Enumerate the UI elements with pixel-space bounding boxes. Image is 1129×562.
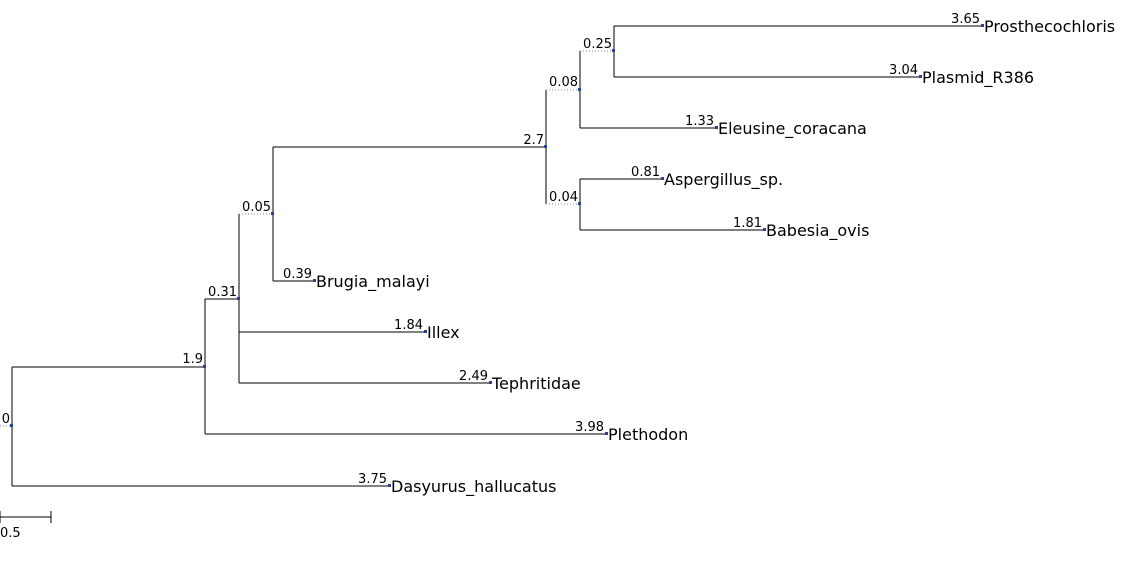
leaf-length-prosthecochloris: 3.65 bbox=[951, 12, 980, 27]
node-label-n4: 2.7 bbox=[523, 133, 544, 148]
scale-bar-label: 0.5 bbox=[0, 526, 21, 541]
leaf-dot-dasyurus bbox=[388, 484, 391, 487]
leaf-length-aspergillus: 0.81 bbox=[631, 165, 660, 180]
node-label-n2: 0.31 bbox=[208, 285, 237, 300]
leaf-name-plasmid: Plasmid_R386 bbox=[922, 68, 1034, 88]
leaf-name-eleusine: Eleusine_coracana bbox=[718, 119, 867, 139]
leaf-name-babesia: Babesia_ovis bbox=[766, 221, 869, 241]
leaf-length-eleusine: 1.33 bbox=[685, 114, 714, 129]
leaf-length-dasyurus: 3.75 bbox=[358, 472, 387, 487]
node-label-n6: 0.25 bbox=[583, 37, 612, 52]
leaf-length-babesia: 1.81 bbox=[733, 216, 762, 231]
leaf-dot-illex bbox=[424, 330, 427, 333]
leaf-name-tephritidae: Tephritidae bbox=[491, 374, 581, 393]
leaf-names: Prosthecochloris Plasmid_R386 Eleusine_c… bbox=[316, 17, 1115, 497]
leaf-length-plethodon: 3.98 bbox=[575, 420, 604, 435]
leaf-name-dasyurus: Dasyurus_hallucatus bbox=[391, 477, 556, 497]
node-n1 bbox=[203, 365, 206, 368]
leaf-dot-plasmid bbox=[919, 75, 922, 78]
node-label-root: 0 bbox=[2, 412, 10, 427]
leaf-dot-brugia bbox=[313, 279, 316, 282]
node-label-n1: 1.9 bbox=[182, 352, 203, 367]
internal-node-labels: 0 1.9 0.31 0.05 2.7 0.08 0.25 0.04 bbox=[2, 37, 612, 427]
leaf-name-aspergillus: Aspergillus_sp. bbox=[664, 170, 783, 190]
leaf-dot-eleusine bbox=[715, 126, 718, 129]
leaf-name-brugia: Brugia_malayi bbox=[316, 272, 430, 292]
leaf-dot-tephritidae bbox=[489, 381, 492, 384]
leaf-dot-prosthecochloris bbox=[981, 24, 984, 27]
leaf-dot-aspergillus bbox=[661, 177, 664, 180]
node-label-n3: 0.05 bbox=[242, 200, 271, 215]
leaf-length-illex: 1.84 bbox=[394, 318, 423, 333]
node-n3 bbox=[271, 212, 274, 215]
leaf-length-tephritidae: 2.49 bbox=[459, 369, 488, 384]
node-n6 bbox=[612, 49, 615, 52]
leaf-branch-lengths: 3.65 3.04 1.33 0.81 1.81 0.39 1.84 2.49 … bbox=[283, 12, 980, 487]
node-root bbox=[10, 424, 13, 427]
leaf-dot-babesia bbox=[763, 228, 766, 231]
node-n5 bbox=[578, 88, 581, 91]
node-label-n7: 0.04 bbox=[549, 190, 578, 205]
leaf-name-illex: Illex bbox=[427, 323, 460, 342]
leaf-length-brugia: 0.39 bbox=[283, 267, 312, 282]
node-n7 bbox=[578, 202, 581, 205]
node-n2 bbox=[237, 297, 240, 300]
node-label-n5: 0.08 bbox=[549, 75, 578, 90]
leaf-length-plasmid: 3.04 bbox=[889, 63, 918, 78]
scale-bar: 0.5 bbox=[0, 511, 52, 541]
leaf-dot-plethodon bbox=[605, 432, 608, 435]
branches bbox=[0, 25, 983, 487]
leaf-name-prosthecochloris: Prosthecochloris bbox=[984, 17, 1115, 36]
node-n4 bbox=[544, 145, 547, 148]
node-markers bbox=[10, 24, 984, 487]
leaf-name-plethodon: Plethodon bbox=[608, 425, 688, 444]
